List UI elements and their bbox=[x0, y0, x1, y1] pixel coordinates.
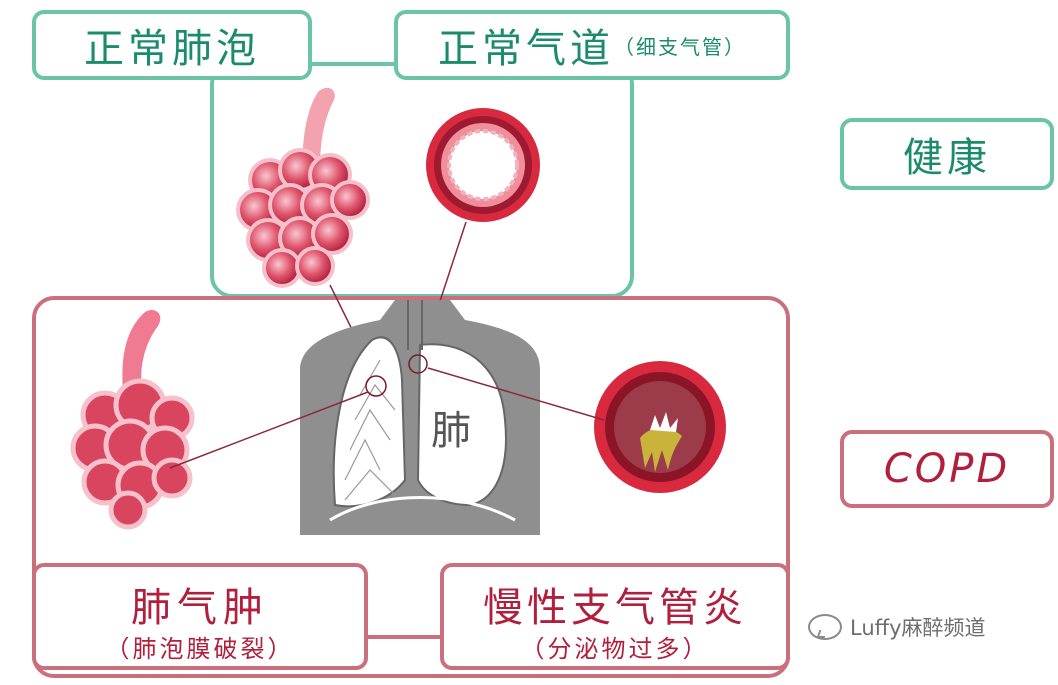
wechat-icon bbox=[808, 614, 842, 640]
chronic-bronchitis-note: （分泌物过多） bbox=[520, 635, 710, 663]
normal-alveoli-text: 正常肺泡 bbox=[84, 26, 260, 72]
lung-character: 肺 bbox=[431, 408, 471, 454]
healthy-text: 健康 bbox=[903, 135, 991, 181]
copd-region bbox=[32, 296, 790, 678]
normal-airway-label: 正常气道 （细支气管） bbox=[394, 10, 790, 80]
watermark: Luffy麻醉频道 bbox=[808, 612, 986, 642]
normal-airway-text: 正常气道 bbox=[438, 26, 614, 72]
normal-airway-note: （细支气管） bbox=[614, 34, 746, 59]
lungs-torso-icon bbox=[300, 300, 540, 535]
copd-label: COPD bbox=[840, 430, 1054, 508]
watermark-text: Luffy麻醉频道 bbox=[850, 616, 986, 640]
emphysema-note: （肺泡膜破裂） bbox=[105, 635, 295, 663]
normal-airway-icon bbox=[426, 108, 540, 222]
emphysema-label: 肺气肿 （肺泡膜破裂） bbox=[32, 563, 368, 670]
normal-alveoli-icon bbox=[236, 87, 370, 288]
emphysema-text: 肺气肿 bbox=[131, 585, 269, 631]
healthy-label: 健康 bbox=[840, 118, 1054, 190]
normal-alveoli-label: 正常肺泡 bbox=[32, 10, 312, 80]
bronchitis-airway-icon bbox=[594, 361, 726, 493]
emphysema-alveoli-icon bbox=[70, 309, 195, 530]
chronic-bronchitis-text: 慢性支气管炎 bbox=[483, 585, 747, 631]
copd-text: COPD bbox=[883, 446, 1011, 492]
chronic-bronchitis-label: 慢性支气管炎 （分泌物过多） bbox=[440, 563, 790, 670]
